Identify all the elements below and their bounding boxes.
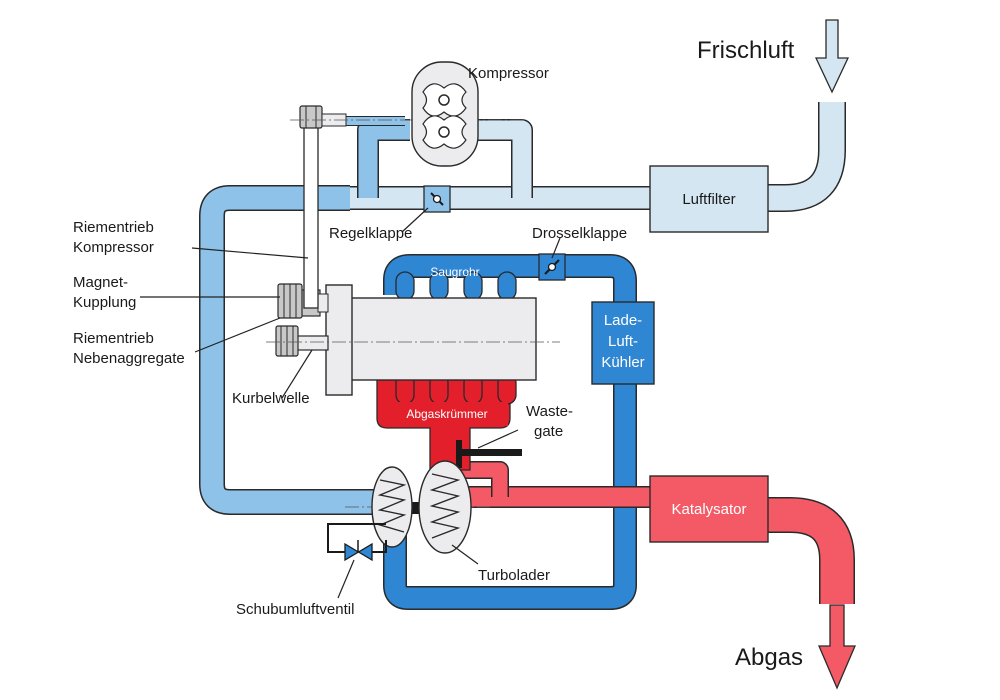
fresh-air-duct — [350, 102, 846, 212]
turbolader-label: Turbolader — [478, 567, 550, 584]
riementrieb-nebenaggregate-label-2: Nebenaggregate — [73, 350, 185, 367]
abgas-label: Abgas — [735, 644, 803, 671]
kompressor-label: Kompressor — [468, 65, 549, 82]
leader-lines — [140, 207, 561, 599]
regelklappe-valve — [423, 185, 451, 213]
turbocharger — [371, 460, 472, 554]
air-filter: Luftfilter — [649, 165, 769, 233]
crankshaft-assembly — [275, 283, 329, 357]
intercooler: Lade- Luft- Kühler — [591, 301, 655, 385]
wastegate-label-1: Waste- — [526, 403, 573, 420]
exhaust-manifold — [376, 373, 517, 471]
drosselklappe-valve — [538, 253, 566, 281]
engine-block — [325, 284, 537, 396]
ladeluftkuehler-label-1: Lade- — [604, 312, 642, 329]
regelklappe-label: Regelklappe — [329, 225, 412, 242]
wastegate — [456, 440, 522, 468]
exhaust-duct — [455, 461, 855, 604]
schubumluftventil-label: Schubumluftventil — [236, 601, 354, 618]
riementrieb-nebenaggregate-label-1: Riementrieb — [73, 330, 154, 347]
catalytic-converter: Katalysator — [649, 475, 769, 543]
exhaust-arrow — [818, 604, 856, 690]
intake-air-duct — [199, 116, 410, 515]
fresh-air-arrow — [814, 19, 850, 94]
wastegate-label-2: gate — [534, 423, 563, 440]
riementrieb-kompressor-label-1: Riementrieb — [73, 219, 154, 236]
drosselklappe-label: Drosselklappe — [532, 225, 627, 242]
magnet-kupplung-label-2: Kupplung — [73, 294, 136, 311]
frischluft-label: Frischluft — [697, 37, 795, 64]
diverter-valve — [327, 523, 387, 562]
magnet-kupplung-label-1: Magnet- — [73, 274, 128, 291]
riementrieb-kompressor-label-2: Kompressor — [73, 239, 154, 256]
katalysator-label: Katalysator — [671, 501, 746, 518]
abgaskruemmer-label: Abgaskrümmer — [406, 407, 487, 421]
ladeluftkuehler-label-3: Kühler — [601, 354, 644, 371]
compressor — [411, 61, 479, 167]
ladeluftkuehler-label-2: Luft- — [608, 333, 638, 350]
saugrohr-label: Saugrohr — [430, 265, 479, 279]
luftfilter-label: Luftfilter — [682, 191, 735, 208]
kurbelwelle-label: Kurbelwelle — [232, 390, 310, 407]
